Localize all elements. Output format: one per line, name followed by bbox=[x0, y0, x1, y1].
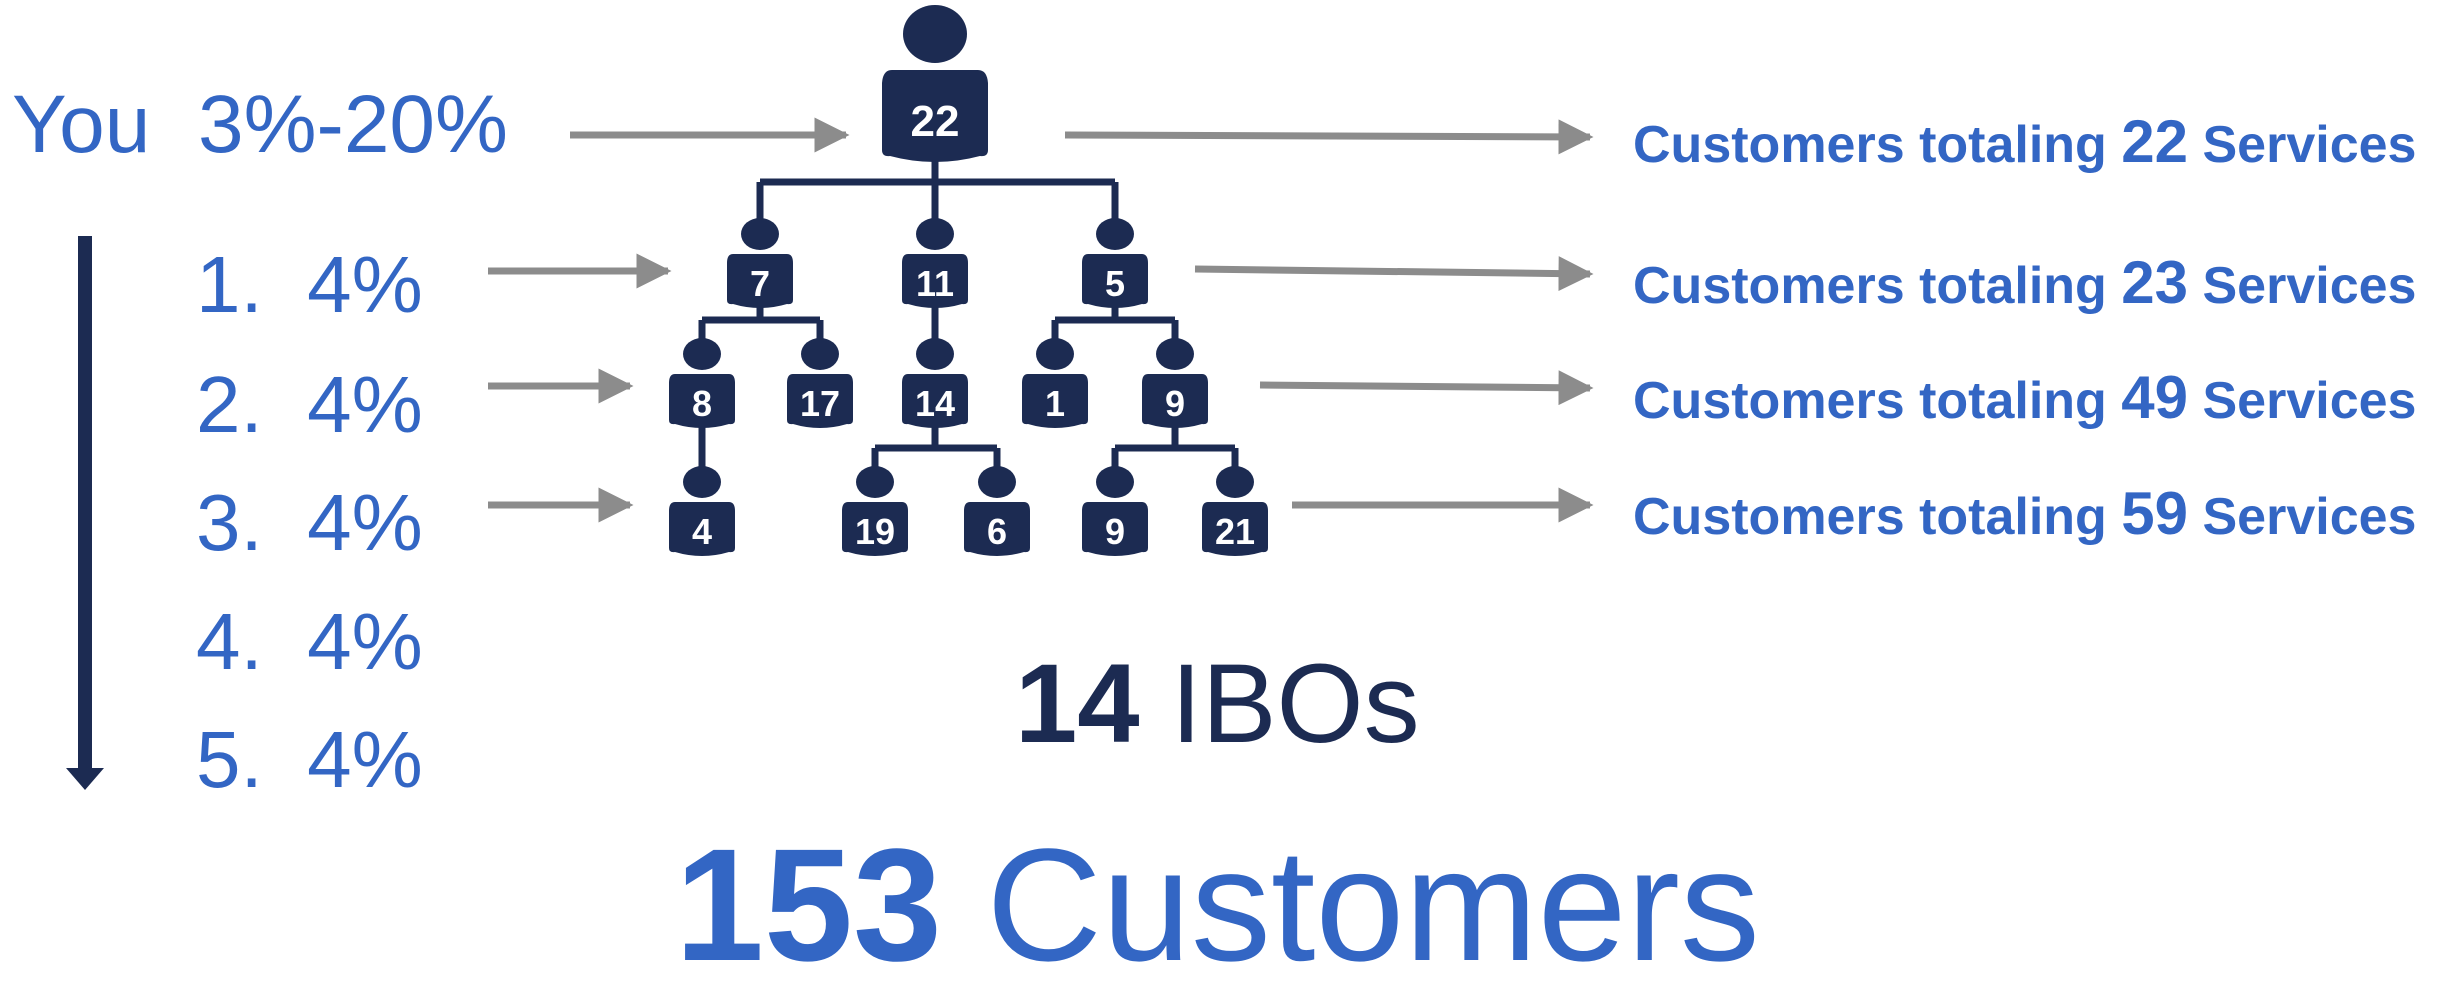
node-value: 22 bbox=[911, 97, 960, 146]
customer-count: 59 bbox=[2121, 480, 2189, 547]
node-value: 7 bbox=[750, 263, 770, 304]
person-node-l1-3: 5 bbox=[1082, 218, 1148, 308]
depth-arrow-head bbox=[66, 768, 104, 790]
customer-row-2: Customers totaling 23 Services bbox=[1633, 249, 2417, 316]
node-value: 5 bbox=[1105, 263, 1125, 304]
level-row-4: 4. 4% bbox=[196, 602, 423, 682]
downline-tree-diagram: 22 7 11 5 8 17 bbox=[66, 5, 1594, 790]
customer-total-label: Customers bbox=[986, 815, 1760, 994]
node-value: 8 bbox=[692, 383, 712, 424]
ibo-count: 14 bbox=[1015, 641, 1140, 766]
person-node-l2-2: 17 bbox=[787, 338, 853, 428]
level-number: 3. bbox=[196, 478, 263, 567]
person-node-l2-4: 1 bbox=[1022, 338, 1088, 428]
ibo-summary: 14 IBOs bbox=[1015, 648, 1420, 760]
person-node-l2-1: 8 bbox=[669, 338, 735, 428]
arrow-root-to-customers bbox=[1064, 119, 1594, 155]
level-number: 1. bbox=[196, 240, 263, 329]
level-row-2: 2. 4% bbox=[196, 365, 423, 445]
node-value: 1 bbox=[1045, 383, 1065, 424]
you-percent: 3%-20% bbox=[198, 79, 508, 170]
customer-row-3: Customers totaling 49 Services bbox=[1633, 364, 2417, 431]
level-percent: 4% bbox=[307, 715, 423, 804]
customer-row-1: Customers totaling 22 Services bbox=[1633, 108, 2417, 175]
customer-count: 23 bbox=[2121, 249, 2189, 316]
node-value: 9 bbox=[1105, 511, 1125, 552]
level-number: 4. bbox=[196, 597, 263, 686]
node-value: 19 bbox=[855, 511, 895, 552]
tree-connectors bbox=[698, 152, 1239, 478]
you-label: You bbox=[12, 79, 151, 170]
person-node-root: 22 bbox=[882, 5, 988, 162]
node-value: 11 bbox=[916, 263, 954, 304]
person-node-l2-5: 9 bbox=[1142, 338, 1208, 428]
customer-total-count: 153 bbox=[675, 815, 942, 994]
person-node-l1-2: 11 bbox=[902, 218, 968, 308]
customer-count: 22 bbox=[2121, 108, 2189, 175]
person-node-l3-1: 4 bbox=[669, 466, 735, 556]
level-row-3: 3. 4% bbox=[196, 483, 423, 563]
customer-row-4: Customers totaling 59 Services bbox=[1633, 480, 2417, 547]
arrow-level-2-customers bbox=[1259, 370, 1594, 406]
level-percent: 4% bbox=[307, 240, 423, 329]
level-row-5: 5. 4% bbox=[196, 720, 423, 800]
person-node-l3-3: 6 bbox=[964, 466, 1030, 556]
node-value: 9 bbox=[1165, 383, 1185, 424]
customer-count: 49 bbox=[2121, 364, 2189, 431]
person-node-l3-5: 21 bbox=[1202, 466, 1268, 556]
level-percent: 4% bbox=[307, 360, 423, 449]
level-row-1: 1. 4% bbox=[196, 245, 423, 325]
level-percent: 4% bbox=[307, 597, 423, 686]
node-value: 4 bbox=[692, 511, 712, 552]
customer-total: 153 Customers bbox=[675, 825, 1760, 985]
ibo-label: IBOs bbox=[1170, 641, 1420, 766]
node-value: 14 bbox=[915, 383, 955, 424]
person-node-l1-1: 7 bbox=[727, 218, 793, 308]
arrow-level-1-customers bbox=[1194, 256, 1594, 292]
node-value: 6 bbox=[987, 511, 1007, 552]
level-percent: 4% bbox=[307, 478, 423, 567]
tree-nodes: 22 7 11 5 8 17 bbox=[669, 5, 1268, 556]
person-node-l3-2: 19 bbox=[842, 466, 908, 556]
person-node-l2-3: 14 bbox=[902, 338, 968, 428]
node-value: 21 bbox=[1215, 511, 1255, 552]
level-number: 2. bbox=[196, 360, 263, 449]
level-number: 5. bbox=[196, 715, 263, 804]
person-node-l3-4: 9 bbox=[1082, 466, 1148, 556]
node-value: 17 bbox=[800, 383, 840, 424]
